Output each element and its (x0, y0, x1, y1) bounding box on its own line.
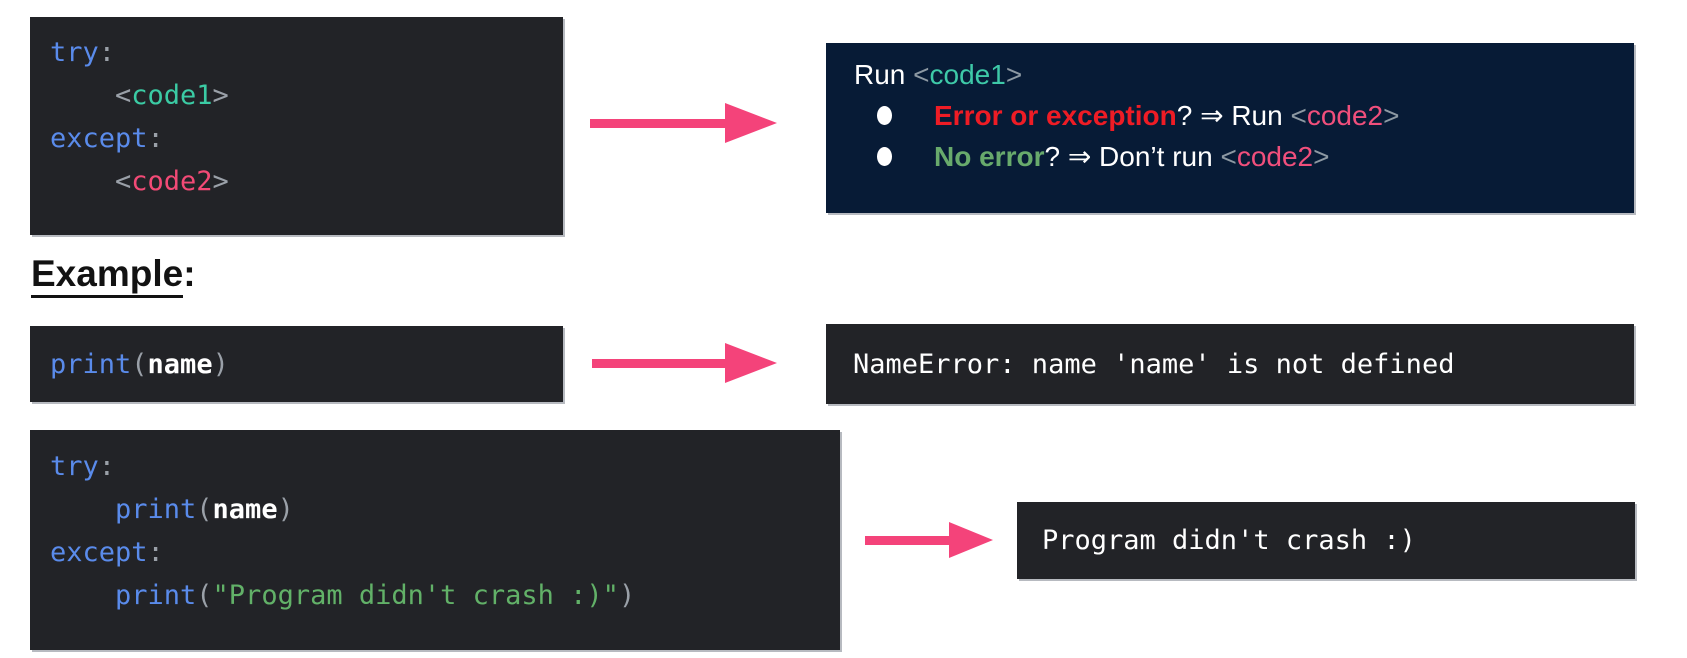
punctuation-token: : (147, 123, 164, 154)
keyword-token: print (50, 348, 132, 380)
error-or-exception-label: Error or exception (934, 100, 1177, 131)
code2-placeholder-token: code2 (1236, 141, 1314, 172)
run-label: Run (854, 59, 914, 90)
no-error-bullet-line: No error? ⇒ Don’t run <code2> (854, 136, 1634, 177)
punctuation-token: < (1220, 141, 1237, 172)
punctuation-token: < (115, 166, 132, 197)
variable-token: name (212, 494, 278, 525)
arrow-icon (592, 343, 777, 383)
punctuation-token: ) (277, 494, 294, 525)
no-error-label: No error (934, 141, 1045, 172)
punctuation-token: : (147, 537, 164, 568)
try-except-example-block: try: print(name) except: print("Program … (30, 430, 840, 650)
code1-placeholder-token: code1 (929, 59, 1006, 90)
code-line: print(name) (50, 343, 229, 386)
code1-placeholder-token: code1 (131, 80, 213, 111)
punctuation-token: ) (212, 348, 229, 380)
example-heading-word: Example (31, 253, 184, 298)
arrow-shaft (592, 358, 725, 368)
bullet-icon (877, 147, 892, 166)
bullet-icon (877, 106, 892, 125)
code-line: try: (50, 445, 840, 488)
arrow-shaft (590, 118, 725, 128)
punctuation-token: ) (618, 580, 636, 611)
punctuation-token: < (913, 59, 930, 90)
code2-placeholder-token: code2 (131, 166, 213, 197)
keyword-token: except (50, 123, 148, 154)
arrow-shaft (865, 535, 949, 545)
arrow-head (725, 103, 777, 143)
punctuation-token: > (1383, 100, 1400, 131)
keyword-token: except (50, 537, 148, 568)
punctuation-token: > (212, 80, 229, 111)
keyword-token: try (50, 451, 99, 482)
code-line: print("Program didn't crash :)") (50, 574, 840, 617)
punctuation-token: ( (131, 348, 148, 380)
arrow-icon (590, 103, 777, 143)
code-line: except: (50, 531, 840, 574)
implies-run-label: ? ⇒ Run (1176, 100, 1291, 131)
error-bullet-line: Error or exception? ⇒ Run <code2> (854, 95, 1634, 136)
bullet-text: No error? ⇒ Don’t run <code2> (934, 140, 1329, 173)
explanation-panel: Run <code1> Error or exception? ⇒ Run <c… (826, 43, 1634, 213)
keyword-token: print (115, 580, 197, 611)
variable-token: name (147, 348, 213, 380)
program-output-text: Program didn't crash :) (1042, 525, 1416, 556)
punctuation-token: ( (196, 494, 213, 525)
arrow-head (725, 343, 777, 383)
implies-dont-run-label: ? ⇒ Don’t run (1044, 141, 1221, 172)
punctuation-token: > (212, 166, 229, 197)
explanation-run-line: Run <code1> (854, 54, 1634, 95)
code2-placeholder-token: code2 (1306, 100, 1384, 131)
example-heading: Example: (31, 252, 196, 298)
punctuation-token: : (98, 37, 116, 68)
punctuation-token: < (115, 80, 132, 111)
arrow-icon (865, 520, 993, 560)
punctuation-token: > (1313, 141, 1330, 172)
bullet-text: Error or exception? ⇒ Run <code2> (934, 99, 1400, 132)
arrow-head (949, 522, 993, 558)
example-heading-colon: : (183, 253, 196, 294)
keyword-token: try (50, 37, 99, 68)
code-line: except: (50, 117, 563, 160)
keyword-token: print (115, 494, 197, 525)
print-name-block: print(name) (30, 326, 563, 402)
string-token: "Program didn't crash :)" (212, 580, 619, 611)
generic-try-except-block: try: <code1> except: <code2> (30, 17, 563, 235)
code-line: try: (50, 31, 563, 74)
program-output-block: Program didn't crash :) (1017, 502, 1635, 579)
punctuation-token: < (1290, 100, 1307, 131)
punctuation-token: : (98, 451, 116, 482)
code-line: <code2> (50, 160, 563, 203)
punctuation-token: > (1005, 59, 1023, 90)
name-error-output-block: NameError: name 'name' is not defined (826, 324, 1634, 404)
error-output-text: NameError: name 'name' is not defined (853, 348, 1455, 380)
code-line: print(name) (50, 488, 840, 531)
code-line: <code1> (50, 74, 563, 117)
punctuation-token: ( (196, 580, 213, 611)
